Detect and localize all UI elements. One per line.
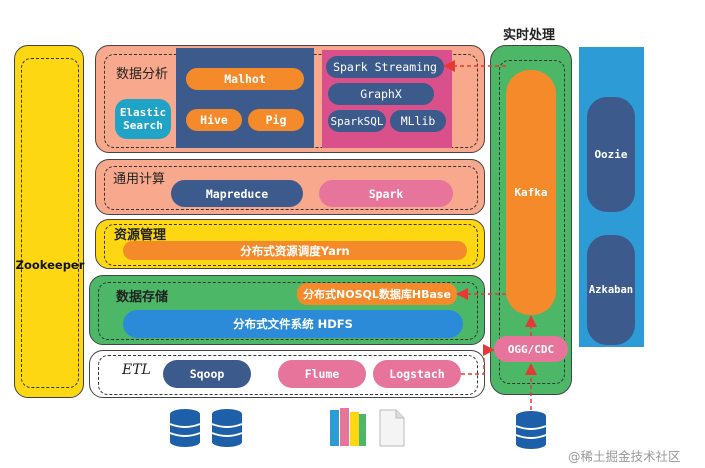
graphx-node[interactable]: GraphX bbox=[328, 83, 434, 105]
file-folders-icon bbox=[330, 408, 366, 446]
zookeeper-label: Zookeeper bbox=[15, 258, 85, 272]
sparksql-node[interactable]: SparkSQL bbox=[328, 110, 386, 132]
malhot-label: Malhot bbox=[224, 72, 266, 86]
realtime-inner-frame bbox=[499, 60, 565, 384]
oozie-node[interactable]: Oozie bbox=[587, 97, 635, 212]
sparksql-label: SparkSQL bbox=[330, 114, 384, 128]
hdfs-node[interactable]: 分布式文件系统 HDFS bbox=[123, 310, 463, 338]
azkaban-node[interactable]: Azkaban bbox=[587, 235, 635, 345]
elastic-search-node[interactable]: Elastic Search bbox=[115, 99, 171, 139]
spark-node[interactable]: Spark bbox=[319, 180, 453, 207]
graphx-label: GraphX bbox=[360, 87, 402, 101]
pig-label: Pig bbox=[265, 113, 287, 127]
batch-analysis-box: Malhot Hive Pig bbox=[176, 48, 314, 148]
compute-title: 通用计算 bbox=[113, 172, 166, 187]
spark-streaming-node[interactable]: Spark Streaming bbox=[326, 56, 444, 78]
mapreduce-label: Mapreduce bbox=[205, 186, 269, 201]
analysis-title: 数据分析 bbox=[116, 67, 169, 82]
elastic-search-label: Elastic Search bbox=[119, 106, 167, 132]
etl-inner-frame bbox=[98, 355, 478, 395]
hive-label: Hive bbox=[200, 113, 228, 127]
scheduler-column: Oozie Azkaban bbox=[579, 47, 644, 347]
ogg-cdc-label: OGG/CDC bbox=[507, 342, 555, 356]
logstash-node[interactable]: Logstach bbox=[373, 360, 461, 388]
hbase-node[interactable]: 分布式NOSQL数据库HBase bbox=[297, 283, 457, 305]
oozie-label: Oozie bbox=[594, 148, 628, 161]
database-icon bbox=[169, 409, 201, 447]
database-icon bbox=[211, 409, 243, 447]
compute-inner-frame bbox=[104, 166, 478, 210]
resource-inner-frame bbox=[104, 224, 478, 266]
sqoop-node[interactable]: Sqoop bbox=[163, 360, 251, 388]
hdfs-label: 分布式文件系统 HDFS bbox=[233, 317, 353, 331]
kafka-label: Kafka bbox=[514, 186, 548, 199]
zookeeper-column: Zookeeper bbox=[14, 45, 84, 398]
logstash-label: Logstach bbox=[389, 367, 445, 381]
realtime-title: 实时处理 bbox=[503, 28, 556, 43]
yarn-node[interactable]: 分布式资源调度Yarn bbox=[123, 241, 467, 260]
zookeeper-inner-frame bbox=[21, 58, 79, 388]
flume-node[interactable]: Flume bbox=[278, 360, 366, 388]
sqoop-label: Sqoop bbox=[189, 367, 225, 381]
azkaban-label: Azkaban bbox=[588, 284, 634, 296]
document-icon bbox=[379, 409, 405, 447]
hive-node[interactable]: Hive bbox=[186, 109, 242, 131]
spark-streaming-label: Spark Streaming bbox=[333, 60, 437, 74]
spark-analysis-box: Spark Streaming GraphX SparkSQL MLlib bbox=[322, 50, 452, 148]
arrow-logstash-to-ogg bbox=[461, 344, 495, 375]
mllib-label: MLlib bbox=[400, 114, 436, 128]
flume-label: Flume bbox=[304, 367, 340, 381]
mapreduce-node[interactable]: Mapreduce bbox=[171, 180, 303, 207]
storage-inner-frame bbox=[98, 282, 478, 340]
mllib-node[interactable]: MLlib bbox=[390, 110, 446, 132]
hbase-label: 分布式NOSQL数据库HBase bbox=[303, 288, 451, 301]
kafka-node[interactable]: Kafka bbox=[506, 70, 556, 315]
yarn-label: 分布式资源调度Yarn bbox=[240, 243, 350, 258]
database-icon bbox=[515, 411, 547, 449]
ogg-cdc-node[interactable]: OGG/CDC bbox=[494, 336, 568, 362]
storage-title: 数据存储 bbox=[116, 290, 169, 305]
spark-label: Spark bbox=[368, 186, 404, 201]
etl-title: ETL bbox=[122, 362, 151, 378]
watermark: @稀土掘金技术社区 bbox=[568, 449, 681, 464]
pig-node[interactable]: Pig bbox=[248, 109, 304, 131]
malhot-node[interactable]: Malhot bbox=[186, 68, 304, 90]
resource-title: 资源管理 bbox=[114, 228, 167, 243]
